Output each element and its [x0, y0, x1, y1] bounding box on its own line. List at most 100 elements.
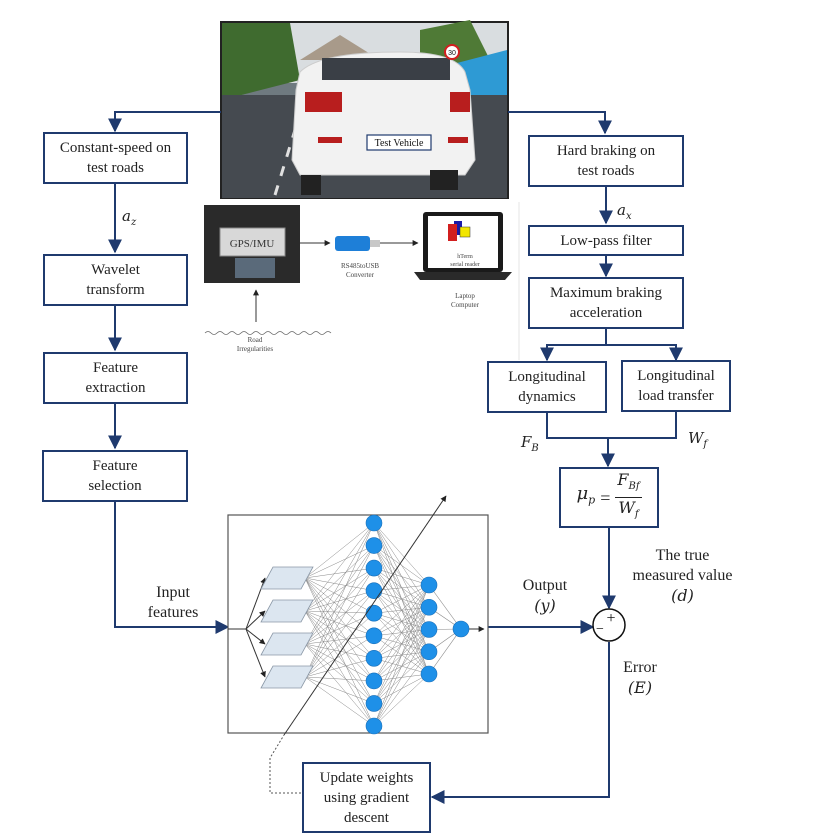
road-irregularities-label: Road Irregularities [236, 336, 274, 353]
wf-label: Wf [688, 429, 708, 450]
nn-edge [304, 567, 375, 579]
nn-edge [304, 577, 375, 704]
nn-input-node [260, 632, 314, 656]
usb-converter [335, 236, 380, 251]
nn-hidden1-node [365, 514, 383, 532]
true-value-label: The true measured value(d) [632, 547, 733, 605]
nn-input-node [260, 599, 314, 623]
nn-edge [304, 635, 375, 645]
nn-edge [304, 610, 375, 614]
nn-edge [373, 607, 430, 727]
nn-edge [304, 613, 375, 678]
max-braking-acceleration-box: Maximum braking acceleration [528, 277, 684, 329]
friction-coefficient-box: μp = FBf Wf [559, 467, 659, 528]
nn-edge [304, 577, 375, 659]
nn-edge [304, 635, 375, 678]
laptop-label: Laptop Computer [451, 292, 479, 309]
feature-extraction-box: Feature extraction [43, 352, 188, 404]
nn-edge [373, 584, 430, 704]
nn-edge [373, 522, 430, 586]
nn-edge [304, 545, 375, 612]
nn-edge [428, 584, 462, 630]
nn-edge [304, 577, 375, 591]
nn-edge [373, 584, 430, 636]
longitudinal-dynamics-box: Longitudinal dynamics [487, 361, 607, 413]
az-signal-label: az [122, 207, 137, 228]
fraction-denominator: Wf [618, 498, 639, 521]
minus-sign: − [596, 622, 604, 637]
nn-edge [304, 643, 375, 659]
gps-imu-device: GPS/IMU [204, 205, 300, 283]
nn-hidden2-node [420, 598, 438, 616]
weight-adjust-arrow [283, 495, 447, 736]
nn-hidden1-node [365, 650, 383, 667]
speed-sign-text: 30 [448, 50, 456, 57]
converter-label: RS485toUSB Converter [340, 262, 380, 279]
ax-signal-label: ax [617, 201, 632, 222]
nn-edge [304, 545, 375, 645]
nn-edge [373, 567, 430, 586]
fraction-numerator: FBf [615, 470, 642, 498]
nn-edge [304, 567, 375, 612]
nn-hidden2-node [420, 621, 438, 638]
nn-edge [373, 673, 430, 727]
vehicle-photo: 30 Test Vehicle [220, 20, 509, 199]
mu-symbol: μp [576, 483, 596, 507]
neural-network [227, 514, 489, 735]
nn-edge [304, 522, 375, 612]
error-label: Error(E) [623, 659, 657, 697]
nn-hidden1-node [365, 582, 383, 599]
nn-edge [304, 522, 375, 678]
nn-input-fanout [245, 628, 266, 678]
output-label: Output(y) [522, 577, 568, 615]
wavelet-transform-box: Wavelet transform [43, 254, 188, 306]
nn-edge [304, 577, 375, 636]
nn-edge [304, 567, 375, 645]
nn-edge [373, 584, 430, 614]
nn-edge [304, 676, 375, 727]
input-features-label: Input features [147, 584, 199, 621]
fraction: FBf Wf [615, 470, 642, 525]
road-irregularity-wave [204, 331, 332, 335]
nn-edge [304, 610, 375, 659]
nn-edge [304, 577, 375, 682]
nn-edge [304, 676, 375, 704]
nn-edge [304, 590, 375, 612]
nn-hidden2-node [420, 643, 438, 661]
nn-edge [304, 676, 375, 682]
nn-edge [373, 584, 430, 727]
nn-hidden1-node [365, 695, 383, 712]
nn-edge [373, 584, 430, 659]
nn-edge [304, 577, 375, 727]
nn-edge [304, 610, 375, 704]
nn-output-node [452, 620, 470, 638]
nn-input-node [260, 566, 314, 590]
nn-edge [373, 584, 430, 591]
update-weights-box: Update weights using gradient descent [302, 762, 431, 833]
nn-edge [304, 567, 375, 678]
nn-edge [304, 658, 375, 678]
nn-edge [304, 522, 375, 645]
weight-update-dashed-path [269, 734, 301, 794]
nn-nodes [260, 514, 470, 735]
nn-hidden1-node [365, 604, 383, 622]
nn-edge [304, 545, 375, 579]
nn-edge [373, 629, 430, 727]
summing-junction: + − [592, 608, 626, 642]
nn-edge [304, 643, 375, 727]
nn-edge [304, 577, 375, 614]
laptop [414, 212, 512, 280]
fb-label: FB [521, 433, 539, 454]
constant-speed-box: Constant-speed on test roads [43, 132, 188, 184]
nn-hidden2-node [420, 665, 438, 683]
nn-hidden1-node [365, 559, 383, 577]
nn-connections [228, 522, 485, 727]
nn-input-fanout [245, 610, 266, 630]
nn-edge [428, 628, 462, 675]
nn-edge [304, 610, 375, 682]
test-vehicle-caption: Test Vehicle [375, 138, 424, 149]
nn-hidden1-node [365, 717, 383, 735]
nn-hidden1-node [365, 537, 383, 554]
nn-edge [373, 584, 430, 682]
